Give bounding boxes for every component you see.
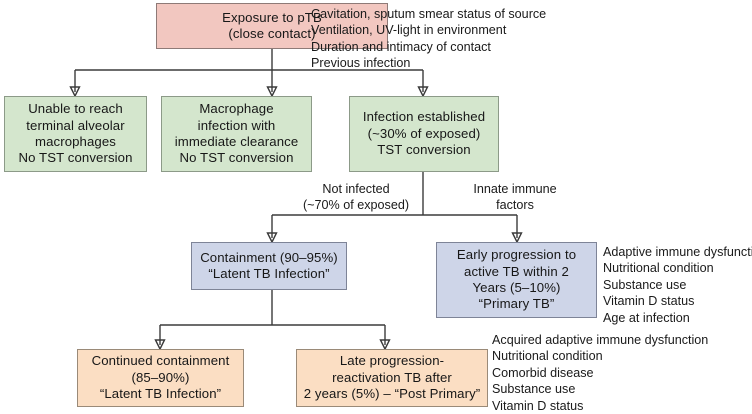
node-macrophage-infection[interactable]: Macrophage infection with immediate clea… — [161, 96, 312, 172]
arrowhead-infection — [417, 86, 429, 98]
node-early-progression-line-1: Early progression to — [456, 247, 577, 263]
arrowhead-continued — [154, 339, 166, 351]
node-continued-containment[interactable]: Continued containment (85–90%) “Latent T… — [77, 349, 244, 407]
node-late-progression[interactable]: Late progression- reactivation TB after … — [296, 349, 488, 407]
node-unable-line-3: macrophages — [34, 134, 116, 149]
node-unable-line-1: Unable to reach — [28, 101, 123, 117]
annotation-primary-line-4: Vitamin D status — [603, 294, 695, 309]
annotation-reactivation-factors: Acquired adaptive immune dysfunction Nut… — [492, 332, 708, 414]
node-containment[interactable]: Containment (90–95%) “Latent TB Infectio… — [191, 242, 347, 290]
node-continued-line-2: (85–90%) — [131, 369, 190, 385]
node-unable-line-2: terminal alveolar — [26, 117, 125, 133]
node-exposure-to-ptb[interactable]: Exposure to pTB (close contact) — [156, 3, 388, 49]
annotation-primary-line-2: Nutritional condition — [603, 261, 714, 276]
node-continued-line-1: Continued containment — [91, 353, 230, 369]
node-early-progression-line-4: “Primary TB” — [478, 296, 555, 312]
node-containment-line-2: “Latent TB Infection” — [208, 266, 330, 281]
node-exposure-line-2: (close contact) — [228, 26, 316, 41]
arrowhead-late-progression — [379, 339, 391, 351]
arrowhead-unable — [69, 86, 81, 98]
arrowhead-early-progression — [511, 232, 523, 244]
annotation-primary-line-3: Substance use — [603, 277, 687, 292]
edge-label-not-infected: Not infected (~70% of exposed) — [281, 182, 431, 213]
node-continued-line-3: “Latent TB Infection” — [99, 386, 222, 402]
arrowhead-macrophage — [266, 86, 278, 98]
node-macrophage-line-1: Macrophage — [199, 101, 274, 117]
annotation-exposure-line-2: Ventilation, UV-light in environment — [311, 23, 507, 38]
node-unable-line-4: No TST conversion — [18, 150, 133, 166]
node-macrophage-line-4: No TST conversion — [179, 150, 294, 166]
node-infection-line-2: (~30% of exposed) — [367, 125, 481, 141]
annotation-reactivation-line-1: Acquired adaptive immune dysfunction — [492, 333, 709, 347]
node-macrophage-line-3: immediate clearance — [174, 134, 299, 149]
node-late-progression-line-1: Late progression- — [339, 353, 445, 369]
annotation-exposure-line-4: Previous infection — [311, 56, 411, 71]
node-unable-to-reach[interactable]: Unable to reach terminal alveolar macrop… — [4, 96, 147, 172]
node-infection-established[interactable]: Infection established (~30% of exposed) … — [349, 96, 499, 172]
node-early-progression-line-2: active TB within 2 — [464, 263, 569, 279]
node-late-progression-line-2: reactivation TB after — [332, 369, 452, 385]
edge-label-innate-immune: Innate immune factors — [440, 182, 590, 213]
annotation-exposure-line-1: Cavitation, sputum smear status of sourc… — [311, 7, 547, 21]
annotation-primary-line-5: Age at infection — [603, 310, 690, 325]
node-infection-line-3: TST conversion — [377, 142, 471, 158]
node-exposure-line-1: Exposure to pTB — [222, 9, 322, 25]
node-early-progression-line-3: Years (5–10%) — [472, 280, 561, 295]
node-late-progression-line-3: 2 years (5%) – “Post Primary” — [303, 386, 481, 402]
edge-label-not-infected-line-2: (~70% of exposed) — [302, 197, 410, 212]
edge-label-not-infected-line-1: Not infected — [322, 182, 390, 196]
edge-label-innate-line-2: factors — [496, 197, 534, 212]
node-early-progression[interactable]: Early progression to active TB within 2 … — [436, 242, 597, 318]
annotation-exposure-line-3: Duration and intimacy of contact — [311, 39, 491, 54]
annotation-reactivation-line-5: Vitamin D status — [492, 398, 584, 413]
annotation-exposure-factors: Cavitation, sputum smear status of sourc… — [311, 6, 546, 72]
node-containment-line-1: Containment (90–95%) — [200, 249, 338, 265]
annotation-primary-progression-factors: Adaptive immune dysfunction Nutritional … — [603, 244, 752, 326]
node-infection-line-1: Infection established — [362, 109, 486, 125]
edge-label-innate-line-1: Innate immune — [473, 182, 557, 196]
annotation-reactivation-line-2: Nutritional condition — [492, 349, 603, 364]
node-macrophage-line-2: infection with — [197, 117, 276, 133]
annotation-reactivation-line-3: Comorbid disease — [492, 365, 594, 380]
arrowhead-containment — [266, 232, 278, 244]
annotation-primary-line-1: Adaptive immune dysfunction — [603, 245, 752, 259]
annotation-reactivation-line-4: Substance use — [492, 382, 576, 397]
